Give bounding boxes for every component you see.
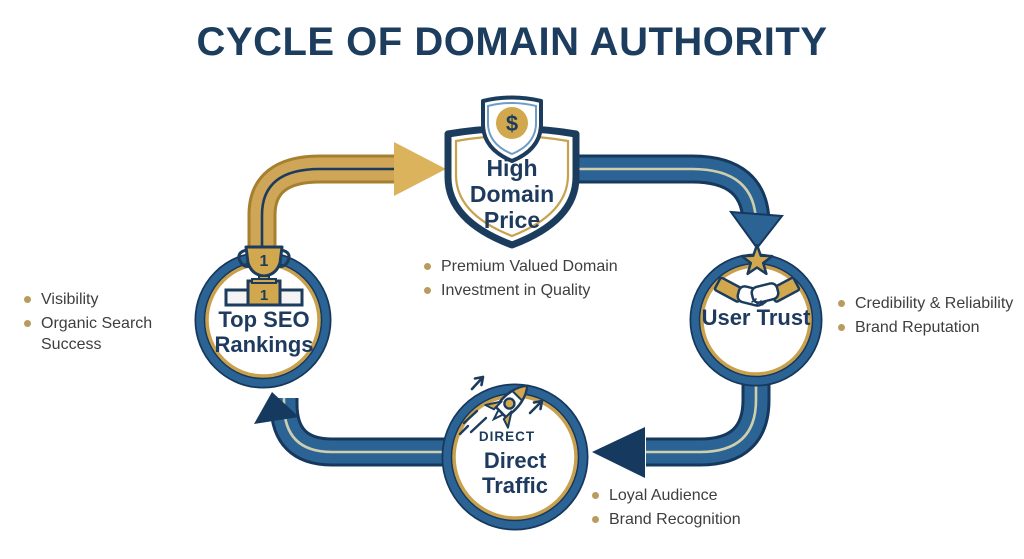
node-label-high-domain-price: High Domain Price: [469, 155, 555, 233]
arrow-seo-to-price: [247, 142, 446, 312]
bullet-item: Premium Valued Domain: [424, 257, 618, 278]
bullet-text: Loyal Audience: [609, 487, 718, 504]
bullet-item: Loyal Audience: [592, 486, 741, 507]
bullet-dot: [838, 323, 845, 331]
bullet-list-user-trust: Credibility & Reliability Brand Reputati…: [838, 294, 1013, 342]
bullet-dot: [24, 296, 31, 303]
gold-arrowhead: [394, 142, 446, 196]
node-label-user-trust: User Trust: [701, 305, 811, 330]
bullet-item: Brand Reputation: [838, 318, 1013, 339]
blue-arrowhead: [728, 210, 784, 250]
handshake-star-icon: [713, 243, 801, 307]
bullet-list-high-domain-price: Premium Valued Domain Investment in Qual…: [424, 257, 618, 305]
arrow-traffic-to-seo: [254, 392, 515, 467]
bullet-text: Brand Reputation: [855, 318, 980, 336]
node-label-direct-traffic: Direct Traffic: [481, 448, 549, 498]
bullet-text: Organic Search Success: [41, 314, 153, 353]
shield-dollar-icon: $: [481, 95, 543, 163]
bullet-item: Brand Recognition: [592, 510, 741, 531]
bullet-dot: [424, 263, 431, 270]
bullet-text: Brand Recognition: [609, 510, 741, 528]
node-label-top-seo-rankings: Top SEO Rankings: [214, 307, 314, 357]
bullet-text: Visibility: [41, 291, 99, 308]
bullet-item: Visibility: [24, 290, 156, 311]
direct-tag-label: DIRECT: [479, 429, 535, 444]
bullet-list-top-seo-rankings: Visibility Organic Search Success: [24, 290, 156, 358]
rocket-icon: [458, 375, 544, 436]
bullet-text: Investment in Quality: [441, 281, 591, 299]
page-title: CYCLE OF DOMAIN AUTHORITY: [196, 20, 828, 64]
bullet-dot: [838, 300, 845, 307]
bullet-dot: [424, 286, 431, 294]
bullet-item: Organic Search Success: [24, 314, 156, 356]
blue-arrowhead: [592, 427, 645, 478]
dollar-symbol: $: [506, 111, 518, 136]
bullet-text: Credibility & Reliability: [855, 295, 1014, 312]
arrow-price-to-trust: [560, 154, 784, 250]
arrow-trust-to-traffic: [592, 350, 771, 478]
star-icon: [740, 243, 774, 276]
bullet-dot: [592, 492, 599, 499]
trophy-rank: 1: [260, 253, 269, 270]
bullet-list-direct-traffic: Loyal Audience Brand Recognition: [592, 486, 741, 534]
trophy-icon: 1 1: [224, 245, 304, 307]
bullet-dot: [592, 515, 599, 523]
bullet-text: Premium Valued Domain: [441, 258, 618, 275]
bullet-dot: [24, 319, 31, 327]
bullet-item: Credibility & Reliability: [838, 294, 1013, 315]
blue-arrowhead: [254, 392, 299, 424]
bullet-item: Investment in Quality: [424, 281, 618, 302]
podium-rank: 1: [260, 287, 268, 304]
